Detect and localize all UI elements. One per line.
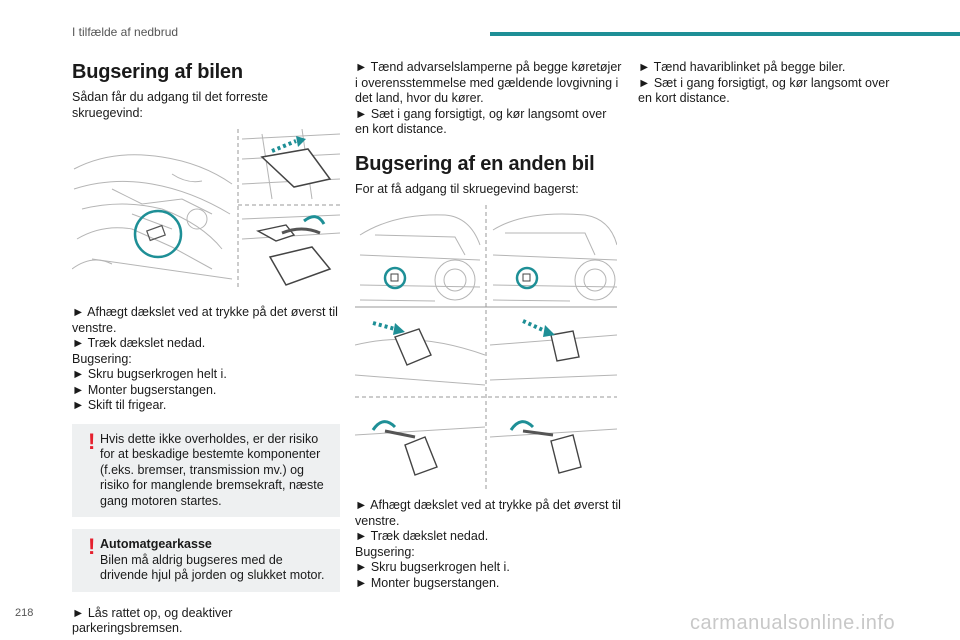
- step-text: ► Lås rattet op, og deaktiver parkerings…: [72, 605, 233, 636]
- header-accent-bar: [490, 32, 960, 36]
- warning-exclamation-icon: !: [88, 428, 96, 454]
- step-text: ► Skift til frigear.: [72, 398, 167, 412]
- step-text: ► Sæt i gang forsigtigt, og kør langsomt…: [638, 75, 890, 106]
- section-title-towing-other: Bugsering af en anden bil: [355, 152, 595, 175]
- rear-car-drawing: [354, 205, 618, 490]
- warning-text: Bilen må aldrig bugseres med de drivende…: [100, 552, 325, 583]
- step-text: ► Skru bugserkrogen helt i.: [355, 560, 510, 574]
- section-title-towing-car: Bugsering af bilen: [72, 61, 243, 83]
- step-text: ► Afhægt dækslet ved at trykke på det øv…: [72, 305, 338, 335]
- watermark-text: carmanualsonline.info: [690, 612, 896, 634]
- step-text: ► Monter bugserstangen.: [72, 382, 217, 397]
- warning-box-automatic: ! Automatgearkasse Bilen må aldrig bugse…: [72, 529, 340, 592]
- subheading-towing: Bugsering:: [72, 351, 132, 366]
- section-header: I tilfælde af nedbrud: [72, 25, 179, 39]
- rear-tow-illustration: [354, 205, 618, 490]
- intro-text: For at få adgang til skruegevind bagerst…: [355, 181, 579, 196]
- warning-exclamation-icon: !: [88, 534, 96, 559]
- step-text: ► Sæt i gang forsigtigt, og kør langsomt…: [355, 106, 607, 137]
- warning-text: Hvis dette ikke overholdes, er der risik…: [100, 431, 324, 508]
- step-text: ► Tænd advarselslamperne på begge køretø…: [355, 60, 622, 105]
- front-car-drawing: [71, 128, 341, 289]
- subheading-towing: Bugsering:: [355, 544, 415, 559]
- column-2: ► Tænd advarselslamperne på begge køretø…: [354, 60, 623, 591]
- step-text: ► Skru bugserkrogen helt i.: [72, 367, 227, 381]
- step-text: ► Træk dækslet nedad.: [355, 529, 489, 543]
- column-3: ► Tænd havariblinket på begge biler. ► S…: [638, 60, 906, 107]
- page-number: 218: [15, 607, 34, 619]
- step-text: ► Afhægt dækslet ved at trykke på det øv…: [355, 498, 621, 528]
- front-tow-illustration: [71, 128, 341, 289]
- step-text: ► Tænd havariblinket på begge biler.: [638, 60, 846, 74]
- column-1: Bugsering af bilen Sådan får du adgang t…: [71, 60, 341, 637]
- warning-title: Automatgearkasse: [100, 537, 212, 551]
- step-text: ► Monter bugserstangen.: [355, 575, 500, 590]
- intro-text: Sådan får du adgang til det forreste skr…: [72, 90, 268, 120]
- warning-box-damage: ! Hvis dette ikke overholdes, er der ris…: [72, 423, 340, 517]
- step-text: ► Træk dækslet nedad.: [72, 336, 206, 350]
